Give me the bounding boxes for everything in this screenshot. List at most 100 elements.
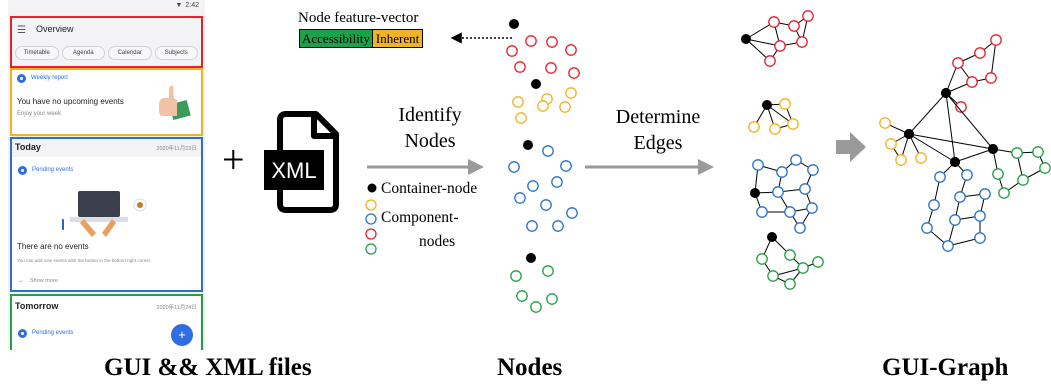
determine-arrow-head bbox=[698, 159, 714, 175]
gg-red-component-node bbox=[990, 34, 1002, 46]
merge-arrow bbox=[836, 132, 866, 162]
gg-container-node bbox=[950, 157, 960, 167]
nodes-green-component-node bbox=[516, 290, 528, 302]
nodes-blue-component-node bbox=[551, 176, 563, 188]
sub-blue-container-node bbox=[750, 188, 760, 198]
gg-blue-component-node bbox=[954, 191, 966, 203]
tab-subjects[interactable]: Subjects bbox=[154, 46, 198, 60]
gg-green-component-node bbox=[1017, 174, 1029, 186]
graph-edge bbox=[990, 39, 997, 79]
identify-arrow-head bbox=[468, 159, 484, 175]
sub-red-component-node bbox=[802, 10, 814, 22]
nodes-yellow-component-node bbox=[515, 112, 527, 124]
nodes-green-component-node bbox=[546, 293, 558, 305]
pending-events-label: Pending events bbox=[32, 167, 74, 173]
sub-green-container-node bbox=[767, 232, 777, 242]
gg-yellow-component-node bbox=[879, 117, 891, 129]
sub-yellow-component-node bbox=[769, 123, 781, 135]
legend-yellow-dot bbox=[365, 199, 377, 211]
arrow-layer bbox=[365, 32, 866, 255]
enjoy-week-text: Enjoy your week bbox=[17, 111, 62, 117]
sub-green-component-node bbox=[756, 253, 768, 265]
sub-yellow-container-node bbox=[762, 100, 772, 110]
sub-blue-component-node bbox=[776, 166, 788, 178]
nodes-yellow-component-node bbox=[537, 100, 549, 112]
gg-blue-component-node bbox=[979, 188, 991, 200]
gg-red-component-node bbox=[966, 76, 978, 88]
feature-vector-box: Accessibility Inherent bbox=[299, 29, 424, 48]
gg-yellow-component-node bbox=[885, 138, 897, 150]
sub-blue-component-node bbox=[806, 202, 818, 214]
sub-green-component-node bbox=[784, 278, 796, 290]
tab-timetable[interactable]: Timetable bbox=[15, 46, 59, 60]
sub-yellow-component-node bbox=[779, 98, 791, 110]
tomorrow-title: Tomorrow bbox=[15, 301, 59, 311]
determine-edges-label: Determine Edges bbox=[615, 106, 701, 154]
sub-yellow-component-node bbox=[787, 118, 799, 130]
no-upcoming-text: You have no upcoming events bbox=[17, 97, 124, 106]
nodes-red-component-node bbox=[546, 36, 558, 48]
nodes-red-component-node bbox=[545, 62, 557, 74]
accessibility-segment: Accessibility bbox=[300, 30, 372, 47]
nodes-blue-component-node bbox=[508, 161, 520, 173]
gg-blue-component-node bbox=[942, 240, 954, 252]
legend-container-dot bbox=[367, 183, 377, 193]
gg-red-component-node bbox=[985, 72, 997, 84]
plus-sign: + bbox=[222, 137, 245, 182]
gg-green-component-node bbox=[1011, 147, 1023, 159]
add-event-button[interactable]: + bbox=[171, 324, 193, 346]
back-arrow-icon bbox=[17, 74, 26, 83]
gg-container-node bbox=[941, 88, 951, 98]
inherent-segment: Inherent bbox=[371, 30, 423, 47]
gui-xml-caption: GUI && XML files bbox=[104, 354, 312, 381]
gg-green-component-node bbox=[992, 168, 1004, 180]
sub-blue-component-node bbox=[756, 206, 768, 218]
gg-green-component-node bbox=[1039, 162, 1051, 174]
show-more-link[interactable]: Show more bbox=[30, 278, 58, 284]
sub-red-component-node bbox=[796, 36, 808, 48]
nodes-blue-component-node bbox=[540, 199, 552, 211]
sub-green-component-node bbox=[797, 262, 809, 274]
nodes-red-component-node bbox=[565, 44, 577, 56]
tab-agenda[interactable]: Agenda bbox=[61, 46, 105, 60]
tab-calendar[interactable]: Calendar bbox=[108, 46, 152, 60]
sub-blue-component-node bbox=[790, 154, 802, 166]
nodes-red-component-node bbox=[506, 45, 518, 57]
tomorrow-date: 2020年11月24日 bbox=[156, 305, 197, 311]
gui-graph-caption: GUI-Graph bbox=[882, 354, 1009, 381]
tomorrow-pending-label: Pending events bbox=[32, 330, 74, 336]
nodes-red-component-node bbox=[514, 61, 526, 73]
weekly-report-title: Weekly report bbox=[31, 75, 68, 81]
gg-green-component-node bbox=[998, 187, 1010, 199]
laptop-illustration bbox=[62, 191, 147, 237]
graph-edge bbox=[945, 92, 956, 163]
sub-blue-component-node bbox=[784, 206, 796, 218]
sub-green-component-node bbox=[812, 256, 824, 268]
menu-icon: ☰ bbox=[17, 25, 26, 36]
overview-region: ☰ Overview Timetable Agenda Calendar Sub… bbox=[10, 16, 203, 68]
nodes-blue-container-node bbox=[523, 140, 533, 150]
status-time: 2:42 bbox=[175, 2, 199, 9]
nodes-green-component-node bbox=[510, 270, 522, 282]
gg-red-component-node bbox=[952, 57, 964, 69]
xml-icon-label: XML bbox=[271, 158, 316, 183]
sub-blue-component-node bbox=[799, 183, 811, 195]
nodes-green-component-node bbox=[542, 265, 554, 277]
graph-edge bbox=[945, 92, 994, 150]
sub-red-component-node bbox=[764, 55, 776, 67]
gg-blue-component-node bbox=[949, 214, 961, 226]
sub-red-component-node bbox=[768, 16, 780, 28]
gg-blue-component-node bbox=[934, 171, 946, 183]
nodes-yellow-component-node bbox=[559, 101, 571, 113]
legend-blue-dot bbox=[365, 213, 377, 225]
add-events-hint: You can add new events with the button i… bbox=[17, 258, 151, 263]
sub-blue-component-node bbox=[752, 159, 764, 171]
nodes-green-container-node bbox=[526, 253, 536, 263]
nodes-yellow-component-node bbox=[512, 96, 524, 108]
gg-green-component-node bbox=[1032, 146, 1044, 158]
gg-blue-component-node bbox=[961, 169, 973, 181]
nodes-blue-component-node bbox=[526, 220, 538, 232]
nodes-red-container-node bbox=[509, 19, 519, 29]
